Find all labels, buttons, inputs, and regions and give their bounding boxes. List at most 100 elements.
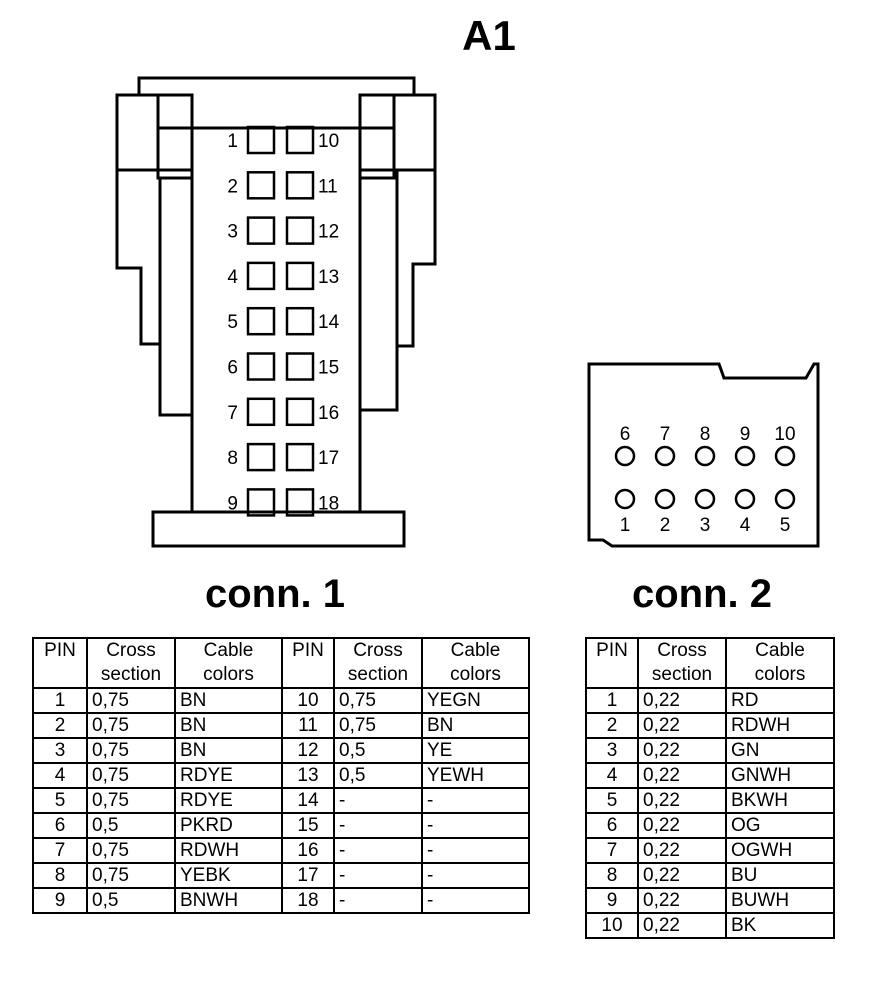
conn1-pin-number: 15 (318, 358, 339, 379)
conn1-pin-number: 6 (227, 358, 238, 379)
pin-number-cell: 6 (585, 812, 639, 839)
conn2-pin-contact (654, 488, 676, 510)
conn1-pin-number: 18 (318, 493, 339, 514)
conn2-pin-number: 1 (620, 515, 631, 536)
cross-section-cell: 0,75 (333, 687, 423, 714)
cross-section-cell: 0,75 (86, 737, 176, 764)
cross-section-cell: 0,5 (333, 737, 423, 764)
conn1-pin-number: 17 (318, 448, 339, 469)
cross-section-cell: 0,75 (86, 787, 176, 814)
pin-number-cell: 1 (32, 687, 88, 714)
table-header-cell: PIN (585, 637, 639, 689)
conn1-pin-slot (285, 171, 315, 200)
conn1-pin-slot (246, 488, 276, 517)
cable-color-cell: BN (174, 687, 283, 714)
conn2-pin-number: 8 (700, 424, 711, 445)
cross-section-cell: - (333, 812, 423, 839)
cable-color-cell: - (421, 837, 530, 864)
cable-color-cell: BN (421, 712, 530, 739)
cable-color-cell: BKWH (725, 787, 835, 814)
pin-number-cell: 16 (281, 837, 335, 864)
conn2-pin-number: 6 (620, 424, 631, 445)
cable-color-cell: - (421, 812, 530, 839)
cable-color-cell: RDWH (174, 837, 283, 864)
conn1-pin-slot (246, 261, 276, 291)
conn2-pin-contact (694, 445, 716, 467)
conn1-pin-slot (285, 306, 315, 336)
conn1-pin-number: 4 (227, 267, 238, 288)
pin-number-cell: 2 (32, 712, 88, 739)
conn2-pin-number: 7 (660, 424, 671, 445)
cable-color-cell: YEBK (174, 862, 283, 889)
cable-color-cell: BK (725, 912, 835, 939)
conn1-pin-slot (246, 171, 276, 200)
cross-section-cell: 0,22 (637, 812, 727, 839)
pin-number-cell: 8 (32, 862, 88, 889)
cable-color-cell: GNWH (725, 762, 835, 789)
conn1-pin-slot (246, 216, 276, 245)
conn1-pin-number: 2 (227, 176, 238, 197)
pin-number-cell: 7 (585, 837, 639, 864)
cable-color-cell: OGWH (725, 837, 835, 864)
conn2-pin-contact (774, 488, 796, 510)
conn1-pin-slot (285, 216, 315, 245)
cross-section-cell: 0,75 (86, 762, 176, 789)
cable-color-cell: PKRD (174, 812, 283, 839)
conn1-pin-slot (285, 442, 315, 472)
conn2-pin-contact (614, 445, 636, 467)
conn2-pin-number: 10 (774, 424, 795, 445)
cable-color-cell: YEGN (421, 687, 530, 714)
cross-section-cell: 0,22 (637, 887, 727, 914)
conn1-pin-number: 3 (227, 222, 238, 243)
conn2-pin-contact (614, 488, 636, 510)
pin-number-cell: 3 (32, 737, 88, 764)
cable-color-cell: RDYE (174, 787, 283, 814)
conn1-pin-slot (246, 306, 276, 336)
cable-color-cell: RDWH (725, 712, 835, 739)
pin-number-cell: 2 (585, 712, 639, 739)
conn2-pin-number: 3 (700, 515, 711, 536)
cable-color-cell: - (421, 887, 530, 914)
pin-number-cell: 10 (585, 912, 639, 939)
conn1-pin-number: 13 (318, 267, 339, 288)
cross-section-cell: - (333, 887, 423, 914)
pin-number-cell: 13 (281, 762, 335, 789)
conn1-pin-number: 12 (318, 222, 339, 243)
pin-number-cell: 9 (585, 887, 639, 914)
cross-section-cell: 0,22 (637, 787, 727, 814)
cable-color-cell: YEWH (421, 762, 530, 789)
conn2-pin-contact (654, 445, 676, 467)
conn2-pin-contact (694, 488, 716, 510)
conn2-pin-number: 5 (780, 515, 791, 536)
table-header-cell: PIN (32, 637, 88, 689)
cross-section-cell: 0,22 (637, 737, 727, 764)
cable-color-cell: BN (174, 737, 283, 764)
conn1-pin-slot (246, 442, 276, 472)
pin-number-cell: 4 (32, 762, 88, 789)
pin-number-cell: 12 (281, 737, 335, 764)
conn1-pin-number: 7 (227, 403, 238, 424)
conn1-pin-slot (285, 397, 315, 427)
cable-color-cell: YE (421, 737, 530, 764)
conn1-pin-number: 14 (318, 312, 340, 333)
conn1-pin-slot (285, 125, 315, 155)
cable-color-cell: RDYE (174, 762, 283, 789)
conn1-pin-slot (285, 352, 315, 381)
